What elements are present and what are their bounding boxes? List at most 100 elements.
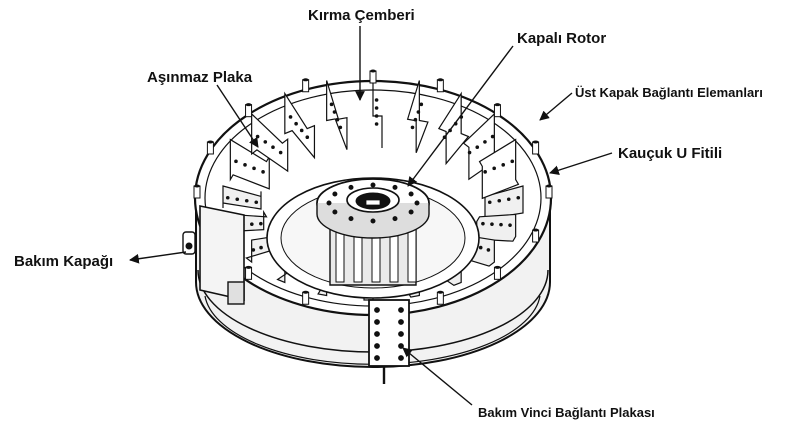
label-kaucuk-u-fitili: Kauçuk U Fitili xyxy=(618,145,723,162)
rotor xyxy=(316,178,430,286)
rotor-bolt xyxy=(332,191,338,197)
plate-hole xyxy=(244,198,249,203)
door-hinge-block xyxy=(227,281,245,305)
plate-hole xyxy=(374,122,379,126)
plate-hole xyxy=(475,145,480,150)
rim-fastener xyxy=(206,140,214,155)
plate-hole xyxy=(374,114,379,118)
label-kirma-cemberi: Kırma Çemberi xyxy=(308,7,415,24)
label-kapali-rotor: Kapalı Rotor xyxy=(517,30,607,47)
lift-hole xyxy=(398,343,404,349)
plate-hole xyxy=(335,117,340,122)
plate-hole xyxy=(486,248,491,252)
plate-hole xyxy=(250,222,254,226)
rim-fastener xyxy=(436,78,444,93)
lift-hole xyxy=(398,331,404,337)
wear-plate xyxy=(406,80,429,153)
leader-lines xyxy=(129,26,613,406)
plate-hole xyxy=(516,195,521,200)
lift-hole xyxy=(374,307,380,313)
plate-hole xyxy=(235,197,240,202)
plate-hole xyxy=(508,223,512,227)
plate-hole xyxy=(419,102,424,107)
rotor-bolt xyxy=(408,191,414,197)
rim-fastener xyxy=(532,228,540,243)
rotor-bolt xyxy=(408,209,414,215)
plate-hole xyxy=(259,221,263,226)
top-cover-fasteners xyxy=(193,69,553,314)
wear-plate xyxy=(478,138,520,200)
leader-ust-kapak xyxy=(539,92,573,121)
rotor-bolt xyxy=(370,218,376,224)
plate-hole xyxy=(271,145,275,150)
wear-plate xyxy=(229,138,270,190)
plate-hole xyxy=(487,200,492,205)
plate-hole xyxy=(288,115,293,119)
plate-hole xyxy=(255,134,260,139)
lifting-plate-holes xyxy=(374,307,404,361)
rim-fastener xyxy=(245,265,253,280)
wear-plate xyxy=(284,91,316,160)
plate-hole xyxy=(478,245,483,250)
wear-plate xyxy=(222,185,262,210)
rotor-bolt xyxy=(326,200,332,206)
lift-hole xyxy=(374,331,380,337)
plate-hole xyxy=(374,98,379,102)
label-bakim-vinci: Bakım Vinci Bağlantı Plakası xyxy=(478,405,655,420)
lift-hole xyxy=(374,319,380,325)
rotor-bolt xyxy=(348,184,354,190)
plate-hole xyxy=(338,125,343,130)
rim-fastener xyxy=(245,103,253,118)
rotor-vane xyxy=(407,225,417,283)
rim-fastener xyxy=(302,78,310,93)
leader-rotor xyxy=(407,45,514,187)
plate-hole xyxy=(483,140,487,144)
rim-fastener xyxy=(532,140,540,155)
lift-hole xyxy=(398,319,404,325)
rotor-bolt xyxy=(392,184,398,190)
plate-hole xyxy=(251,248,256,252)
rim-fastener xyxy=(545,184,553,199)
wear-plate xyxy=(476,213,517,242)
plate-hole xyxy=(490,222,494,226)
lifting-plate xyxy=(368,299,410,384)
rim-fastener xyxy=(493,103,501,118)
rotor-bolt xyxy=(370,182,376,188)
plate-hole xyxy=(261,170,265,174)
rotor-bolt xyxy=(348,216,354,222)
plate-hole xyxy=(413,117,418,122)
plate-hole xyxy=(305,135,310,140)
plate-hole xyxy=(263,140,268,144)
label-bakim-kapagi: Bakım Kapağı xyxy=(14,253,114,270)
plate-hole xyxy=(510,159,515,164)
leader-kaucuk xyxy=(549,152,613,175)
wear-plate xyxy=(437,91,470,166)
rim-fastener xyxy=(369,69,377,84)
plate-hole xyxy=(501,163,506,167)
plate-hole xyxy=(234,159,238,164)
plate-hole xyxy=(243,163,247,167)
plate-hole xyxy=(225,195,230,200)
rim-fastener xyxy=(436,290,444,305)
rim-fastener xyxy=(302,290,310,305)
plate-hole xyxy=(416,110,421,114)
maintenance-door xyxy=(182,205,245,305)
plate-hole xyxy=(410,125,415,130)
rim-fastener xyxy=(193,184,201,199)
plate-hole xyxy=(332,110,337,114)
rotor-bolt xyxy=(332,209,338,215)
plate-hole xyxy=(490,134,495,139)
rotor-bolts xyxy=(326,182,420,224)
wear-plate xyxy=(372,76,383,148)
plate-hole xyxy=(259,245,263,250)
plate-hole xyxy=(299,128,304,133)
plate-hole xyxy=(254,200,259,205)
rotor-shaft-key xyxy=(365,199,381,206)
plate-hole xyxy=(252,166,256,171)
wear-plate xyxy=(326,80,348,150)
lift-hole xyxy=(398,355,404,361)
leader-bakim-vinci xyxy=(402,347,473,406)
plate-hole xyxy=(497,198,502,203)
plate-hole xyxy=(294,121,298,126)
